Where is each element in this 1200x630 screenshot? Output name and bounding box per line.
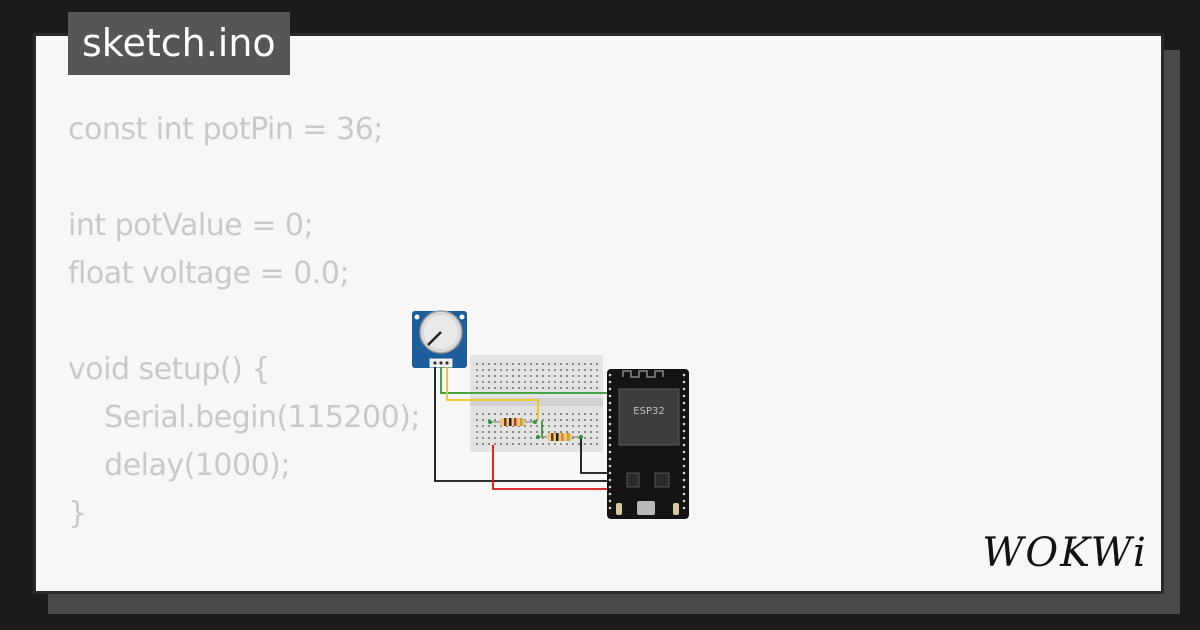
preview-card: const int potPin = 36; int potValue = 0;…: [33, 33, 1164, 594]
resistor: [488, 418, 537, 426]
code-line: void setup() {: [68, 352, 270, 387]
code-line: [68, 538, 420, 586]
code-preview: const int potPin = 36; int potValue = 0;…: [68, 106, 421, 591]
code-line: }: [68, 496, 87, 531]
circuit-diagram: ESP32: [412, 310, 689, 519]
code-line: float voltage = 0.0;: [68, 256, 350, 291]
potentiometer: [412, 310, 467, 368]
code-line: const int potPin = 36;: [68, 112, 383, 147]
code-line: [68, 154, 420, 202]
wires: [434, 367, 611, 490]
code-line: int potValue = 0;: [68, 208, 314, 243]
code-line: [68, 298, 420, 346]
code-line: Serial.begin(115200);: [68, 400, 420, 435]
resistor: [536, 433, 583, 441]
wokwi-wordmark: WOKWi: [982, 530, 1148, 574]
wokwi-logo: WOKWi: [982, 530, 1148, 574]
code-line: void loop() {: [68, 586, 420, 591]
esp32-board: ESP32: [607, 369, 689, 519]
code-line: delay(1000);: [68, 448, 290, 483]
file-name-tab: sketch.ino: [68, 12, 290, 75]
esp32-label: ESP32: [633, 406, 664, 417]
